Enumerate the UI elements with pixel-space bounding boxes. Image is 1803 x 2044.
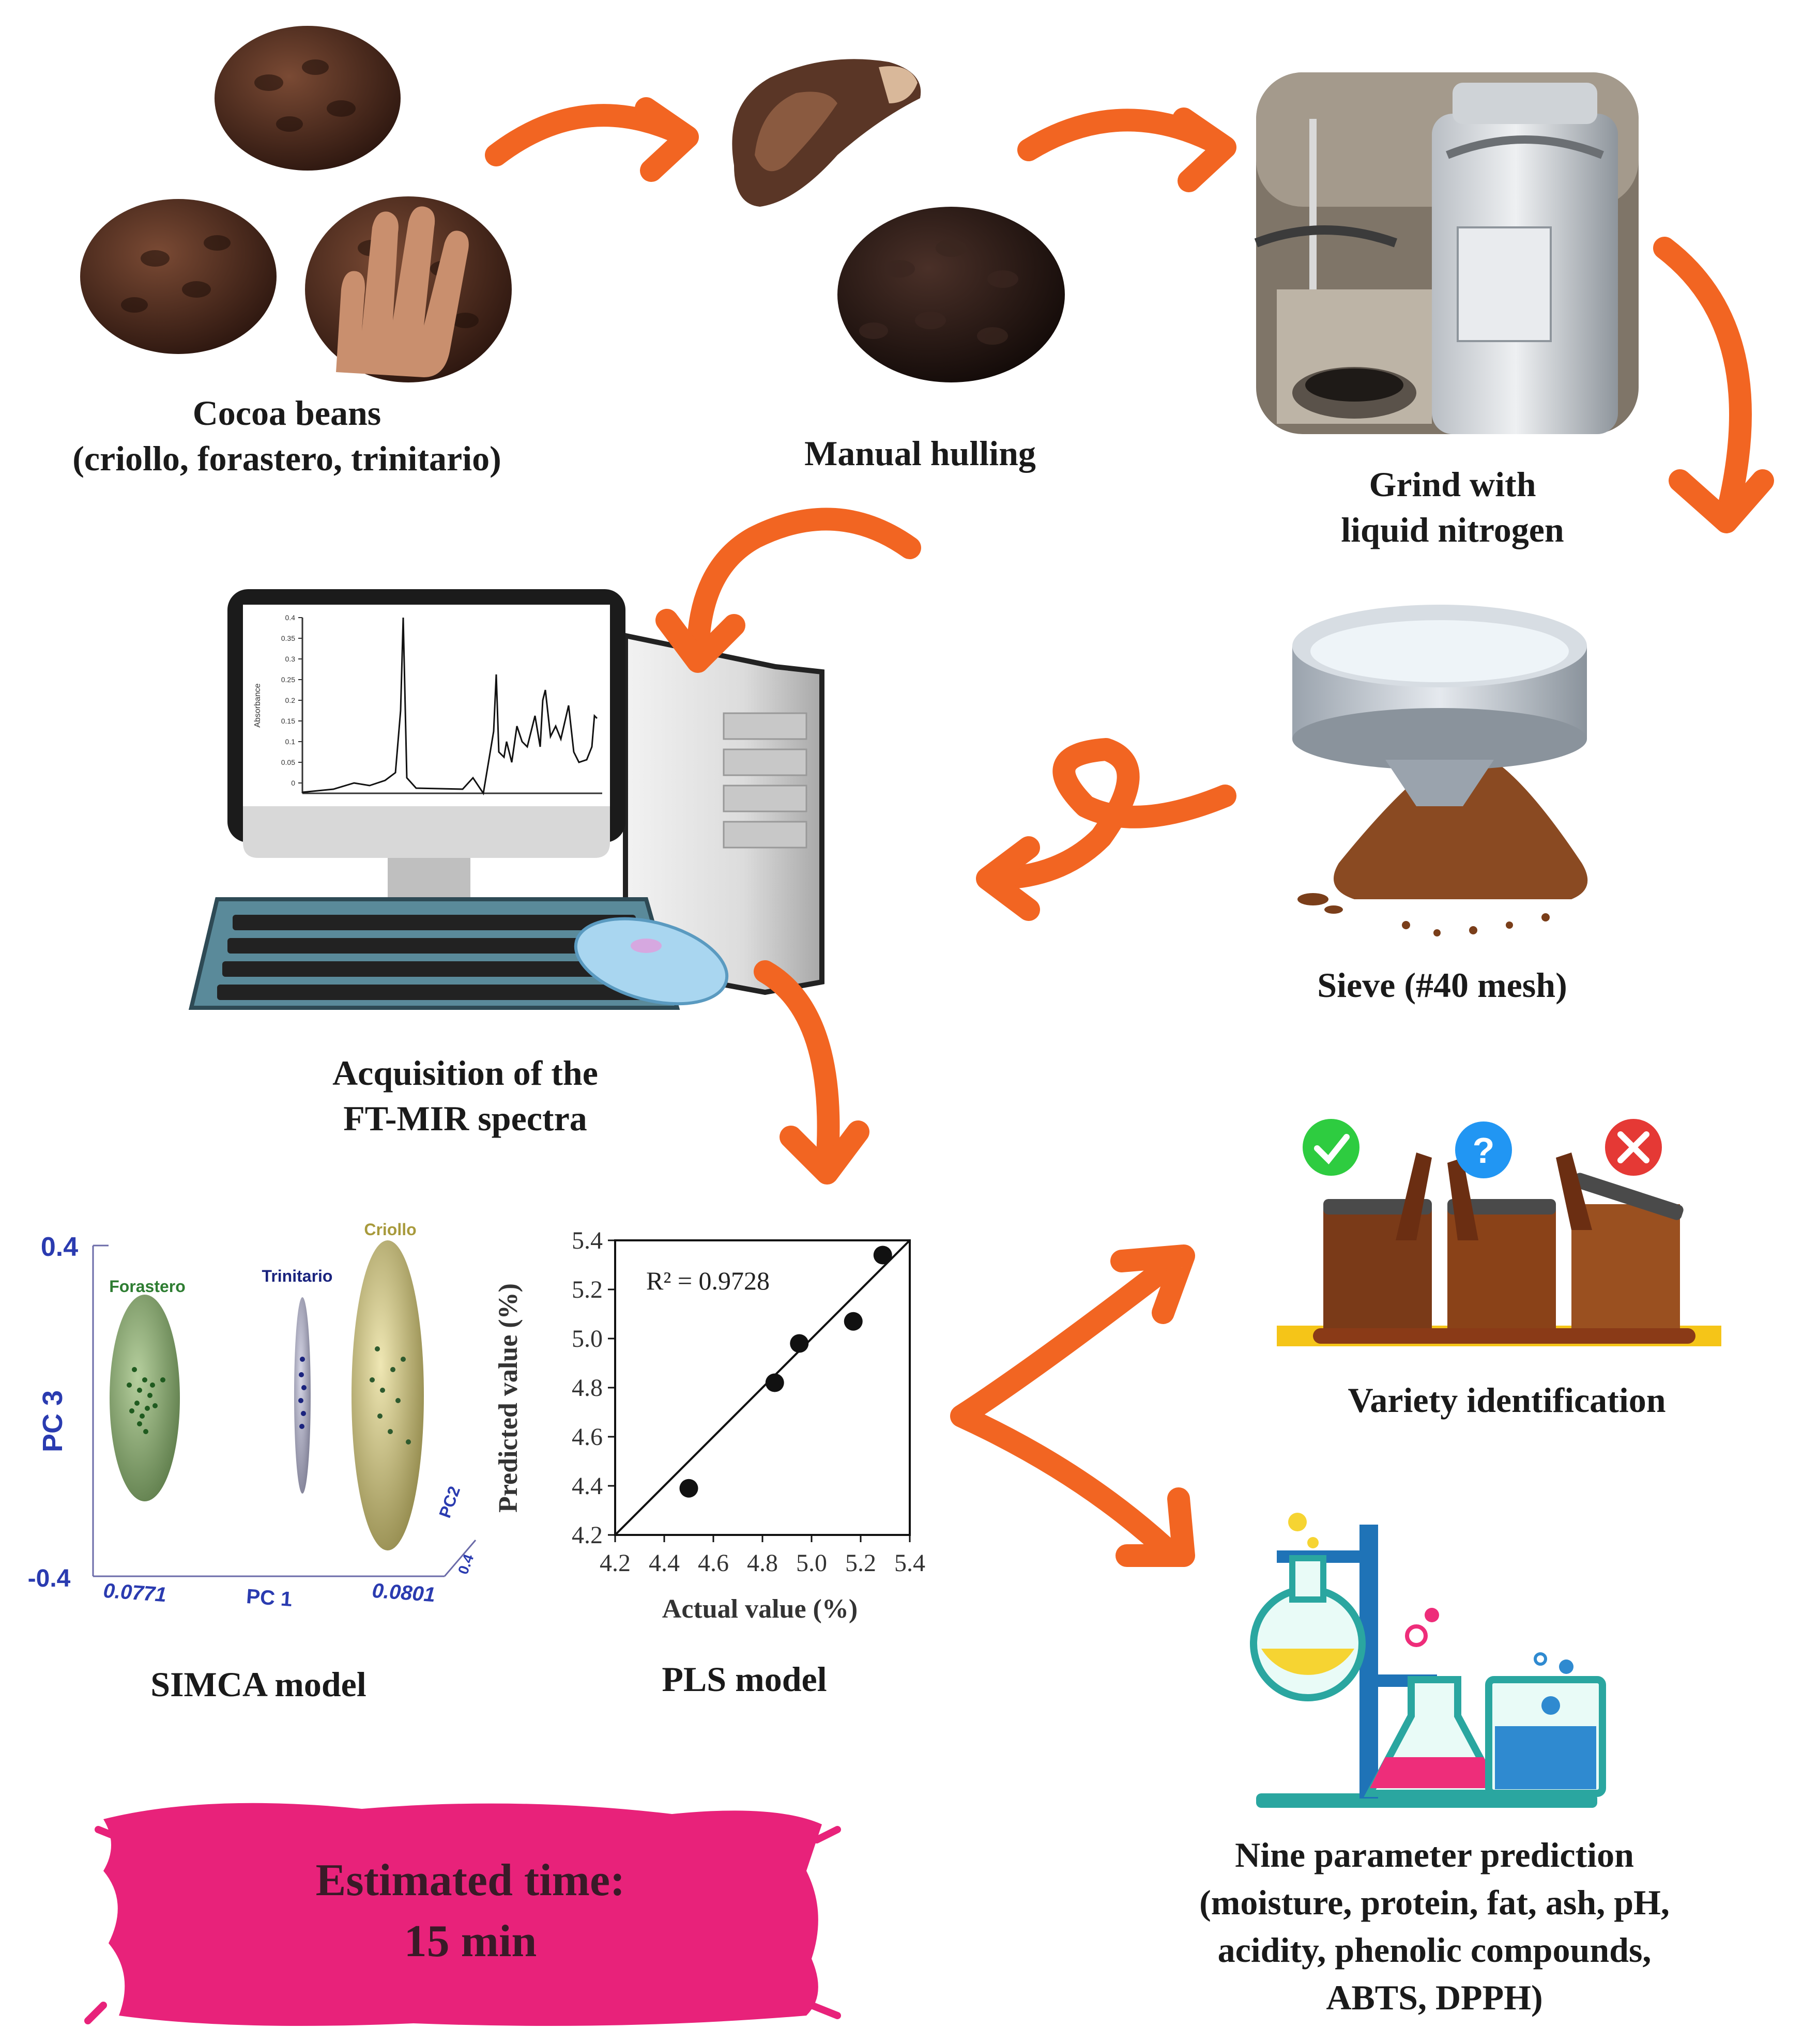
label-simca-model: SIMCA model xyxy=(150,1665,366,1704)
spectrum-y-tick-label: 0.35 xyxy=(281,634,295,642)
pls-x-tick-label: 5.4 xyxy=(894,1549,925,1577)
variety-jars: ? xyxy=(1277,1119,1721,1346)
spectrum-y-tick-label: 0.25 xyxy=(281,675,295,684)
pls-x-tick-label: 4.4 xyxy=(649,1549,680,1577)
sieve-with-powder xyxy=(1292,605,1588,936)
label-nine-parameters: Nine parameter prediction (moisture, pro… xyxy=(1199,1835,1670,2017)
pls-fit-line xyxy=(614,1239,911,1536)
pls-y-tick-label: 4.2 xyxy=(572,1522,603,1549)
arrow-computer-to-models xyxy=(754,960,840,1174)
pls-chart: 4.2 4.4 4.6 4.8 5.0 5.2 5.4 4.2 4.4 4.6 4.8 5.0 5.2 5… xyxy=(494,1227,925,1624)
pls-y-tick-label: 4.8 xyxy=(572,1374,603,1402)
pls-y-tick-label: 5.2 xyxy=(572,1276,603,1303)
svg-text:?: ? xyxy=(1473,1130,1495,1171)
spectrum-y-tick-label: 0.4 xyxy=(285,613,296,622)
liquid-nitrogen-photo xyxy=(1254,72,1639,434)
simca-zlabel: PC2 xyxy=(435,1484,464,1520)
spectrum-ylabel: Absorbance xyxy=(253,683,262,727)
simca-xlabel: PC 1 xyxy=(246,1585,293,1611)
pls-points xyxy=(679,1246,892,1498)
pls-y-tick-label: 4.6 xyxy=(572,1423,603,1451)
process-arrows xyxy=(485,97,1774,1567)
pls-x-tick-label: 5.0 xyxy=(796,1549,827,1577)
simca-ylabel: PC 3 xyxy=(37,1390,68,1452)
arrow-to-computer-head xyxy=(655,609,745,673)
pls-data-point xyxy=(790,1334,809,1353)
arrow-beans-to-hulling-head xyxy=(635,97,699,182)
label-manual-hulling: Manual hulling xyxy=(804,434,1036,473)
pls-data-point xyxy=(844,1312,863,1331)
pls-data-point xyxy=(765,1373,784,1392)
estimated-time-badge: Estimated time: 15 min xyxy=(315,1855,625,1966)
pls-ylabel: Predicted value (%) xyxy=(494,1283,523,1513)
computer-illustration xyxy=(188,589,824,1010)
hulled-beans xyxy=(732,59,1065,382)
pls-y-tick-label: 5.0 xyxy=(572,1325,603,1353)
spectrum-y-tick-label: 0.15 xyxy=(281,717,295,725)
spectrum-y-tick-label: 0 xyxy=(291,779,295,787)
arrow-hulling-to-grind-head xyxy=(1172,107,1236,192)
arrow-to-computer xyxy=(686,508,921,668)
arrow-grind-to-sieve xyxy=(1653,237,1752,528)
pls-x-tick-label: 5.2 xyxy=(845,1549,876,1577)
label-cocoa-beans: Cocoa beans (criollo, forastero, trinita… xyxy=(72,393,501,478)
label-variety-identification: Variety identification xyxy=(1348,1380,1666,1420)
spectrum-line xyxy=(302,617,598,795)
spectrum-y-tick-label: 0.2 xyxy=(285,696,296,704)
spectrum-y-tick-label: 0.05 xyxy=(281,758,295,766)
arrow-computer-to-models-head xyxy=(780,1120,869,1185)
label-pls-model: PLS model xyxy=(662,1659,827,1699)
pls-data-point xyxy=(873,1246,892,1265)
simca-x-right: 0.0801 xyxy=(371,1579,436,1606)
spectrum-y-tick-label: 0.3 xyxy=(285,655,296,663)
pls-y-tick-label: 4.4 xyxy=(572,1472,603,1500)
simca-y-top: 0.4 xyxy=(41,1232,78,1262)
simca-x-left: 0.0771 xyxy=(102,1579,167,1606)
pls-x-tick-label: 4.6 xyxy=(698,1549,729,1577)
arrow-split-up-head xyxy=(1110,1244,1195,1324)
pls-data-point xyxy=(679,1479,698,1498)
cocoa-bean-piles xyxy=(80,26,512,382)
arrow-split xyxy=(950,1255,1185,1567)
arrow-sieve-to-computer-head xyxy=(976,836,1040,921)
pls-r2-annotation: R² = 0.9728 xyxy=(646,1266,770,1295)
arrow-sieve-to-computer xyxy=(981,738,1236,890)
simca-y-bottom: -0.4 xyxy=(28,1565,71,1592)
label-acquisition: Acquisition of the FT-MIR spectra xyxy=(332,1053,598,1138)
simca-group-criollo: Criollo xyxy=(364,1220,416,1239)
ftmir-spectrum: 0.4 0.35 0.3 0.25 0.2 0.15 0.1 0.05 0 Absorbance xyxy=(253,613,602,795)
label-grind: Grind with liquid nitrogen xyxy=(1341,465,1564,549)
pls-x-tick-label: 4.2 xyxy=(600,1549,631,1577)
pls-ticks: 4.2 4.4 4.6 4.8 5.0 5.2 5.4 4.2 4.4 4.6 4.8 5.0 5.2 5… xyxy=(572,1227,925,1577)
simca-z-tick: 0.4 xyxy=(455,1552,477,1577)
simca-plot: 0.4 -0.4 PC 3 0.0771 0.0801 PC 1 PC2 0.4… xyxy=(28,1220,477,1611)
pls-xlabel: Actual value (%) xyxy=(662,1594,858,1624)
check-icon xyxy=(1303,1119,1359,1176)
pls-x-tick-label: 4.8 xyxy=(747,1549,778,1577)
arrow-grind-to-sieve-head xyxy=(1669,469,1774,533)
lab-flasks xyxy=(1250,1513,1606,1808)
time-badge-brush xyxy=(84,1803,841,2026)
spectrum-y-ticks: 0.4 0.35 0.3 0.25 0.2 0.15 0.1 0.05 0 xyxy=(281,613,302,787)
arrow-split-down-head xyxy=(1116,1487,1195,1567)
label-sieve: Sieve (#40 mesh) xyxy=(1317,965,1567,1005)
simca-group-forastero: Forastero xyxy=(109,1277,186,1296)
question-icon xyxy=(1455,1121,1512,1178)
pls-y-tick-label: 5.4 xyxy=(572,1227,603,1254)
spectrum-y-tick-label: 0.1 xyxy=(285,737,296,746)
simca-group-trinitario: Trinitario xyxy=(262,1267,333,1285)
